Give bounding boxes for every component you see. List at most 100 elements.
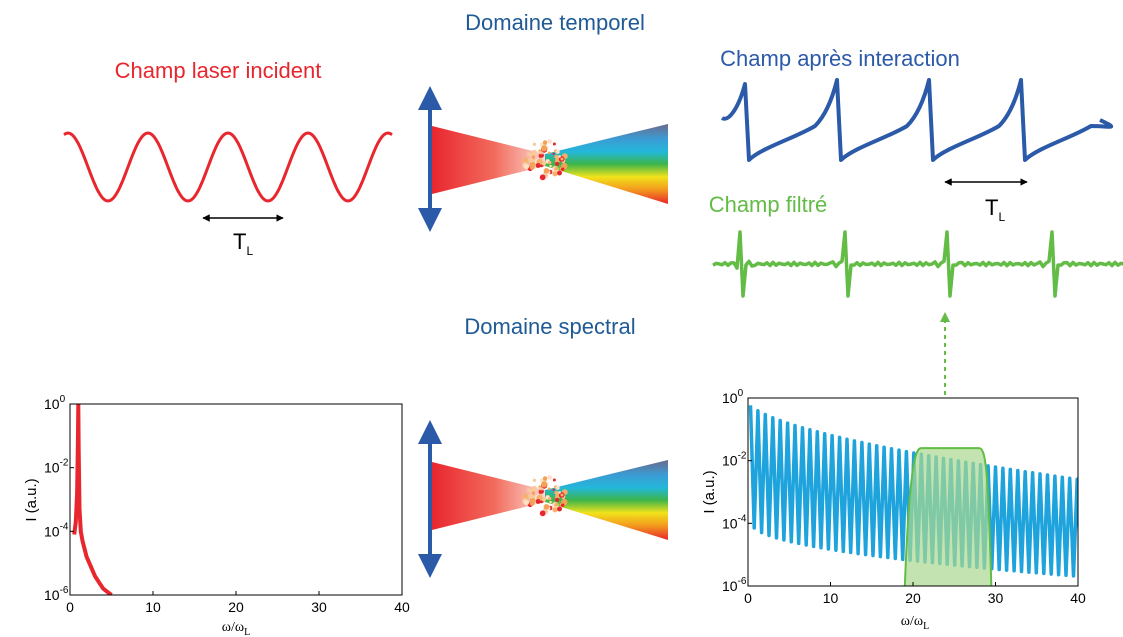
y-tick-label: 10-4	[722, 513, 747, 531]
y-tick-label: 10-6	[722, 576, 747, 594]
x-tick-label: 20	[905, 590, 921, 606]
gas-particle	[554, 490, 559, 495]
gas-target-bottom	[522, 475, 568, 517]
gas-particle	[548, 497, 552, 501]
gas-particle	[554, 502, 559, 507]
gas-particle	[543, 168, 550, 174]
gas-particle	[522, 493, 528, 499]
gas-particle	[531, 485, 538, 492]
left-plot-frame	[69, 403, 403, 596]
left-ylabel: I (a.u.)	[23, 478, 40, 521]
y-tick-label: 10-4	[44, 521, 69, 539]
gas-particle	[522, 157, 528, 163]
gas-particle	[538, 489, 543, 494]
interaction-schematic-bottom	[418, 420, 668, 578]
gas-particle	[558, 491, 561, 494]
x-tick-label: 10	[145, 599, 161, 615]
gas-particle	[535, 163, 541, 168]
gas-particle	[561, 503, 565, 507]
gas-particle	[545, 175, 548, 179]
gas-particle	[555, 494, 560, 499]
incident-field-title: Champ laser incident	[115, 58, 322, 83]
gas-particle	[542, 476, 548, 481]
time-domain-title: Domaine temporel	[465, 10, 645, 35]
gas-particle	[531, 149, 538, 156]
x-tick-label: 20	[228, 599, 244, 615]
gas-particle	[557, 170, 562, 176]
gas-particle	[528, 157, 534, 164]
gas-particle	[552, 478, 556, 482]
gas-particle	[547, 487, 551, 491]
gas-particle	[555, 485, 560, 490]
gas-particle	[548, 161, 552, 165]
left-spectrum-plot: 0 10 20 30 40 100 10-2 10-4 10-6 I (a.u.) ω/ωL	[23, 394, 410, 637]
gas-particle	[541, 481, 548, 488]
gas-particle	[523, 499, 530, 506]
gas-particle	[558, 155, 561, 158]
incident-sine-wave	[63, 131, 393, 203]
after-interaction-title: Champ après interaction	[720, 46, 960, 71]
gas-particle	[532, 478, 537, 482]
gas-particle	[560, 157, 564, 161]
gas-particle	[523, 163, 530, 170]
gas-particle	[539, 510, 546, 517]
left-spectrum-line	[72, 404, 113, 595]
gas-particle	[555, 149, 560, 154]
gas-particle	[549, 500, 552, 504]
gas-particle	[547, 475, 552, 480]
gas-particle	[549, 164, 552, 168]
right-xlabel: ω/ωL	[901, 614, 929, 632]
gas-particle	[552, 488, 555, 491]
spectral-domain-title: Domaine spectral	[464, 314, 635, 339]
x-tick-label: 0	[66, 599, 74, 615]
gas-particle	[532, 492, 535, 496]
gas-particle	[552, 507, 558, 513]
gas-particle	[535, 499, 541, 504]
gas-particle	[527, 488, 531, 493]
gas-particle	[539, 487, 543, 491]
period-label-left: TL	[233, 229, 253, 258]
left-xlabel: ω/ωL	[222, 620, 250, 637]
gas-particle	[547, 139, 552, 144]
gas-particle	[555, 497, 560, 502]
gas-particle	[547, 151, 551, 155]
x-tick-label: 0	[744, 590, 752, 606]
gas-particle	[543, 504, 550, 510]
right-ylabel: I (a.u.)	[701, 470, 718, 513]
gas-particle	[552, 171, 558, 177]
gas-particle	[555, 161, 560, 166]
gas-particle	[532, 156, 535, 160]
y-tick-label: 10-2	[44, 458, 69, 476]
y-tick-label: 10-6	[44, 585, 69, 603]
gas-particle	[539, 478, 544, 483]
x-tick-label: 40	[1070, 590, 1086, 606]
x-tick-label: 40	[394, 599, 410, 615]
gas-particle	[552, 152, 555, 155]
gas-particle	[528, 493, 534, 500]
gas-particle	[554, 166, 559, 171]
after-interaction-wave	[720, 78, 1114, 162]
gas-particle	[560, 493, 564, 497]
harmonic-beam-cone-top	[545, 124, 668, 204]
x-tick-label: 30	[311, 599, 327, 615]
y-tick-label: 100	[44, 394, 66, 412]
spectral-filter-window	[903, 447, 993, 586]
gas-particle	[529, 164, 535, 170]
gas-particle	[557, 506, 562, 512]
gas-particle	[554, 154, 559, 159]
gas-particle	[552, 142, 556, 146]
gas-particle	[539, 151, 543, 155]
filtered-field-title: Champ filtré	[709, 192, 828, 217]
gas-particle	[541, 145, 548, 152]
gas-target-top	[522, 139, 568, 181]
gas-particle	[542, 140, 548, 145]
x-tick-label: 10	[823, 590, 839, 606]
interaction-schematic-top	[418, 86, 668, 232]
y-tick-label: 10-2	[722, 451, 747, 469]
filtered-pulse-train	[712, 230, 1123, 298]
y-tick-label: 100	[722, 388, 744, 406]
harmonic-beam-cone-bottom	[545, 460, 668, 540]
gas-particle	[529, 500, 535, 506]
gas-particle	[538, 153, 543, 158]
